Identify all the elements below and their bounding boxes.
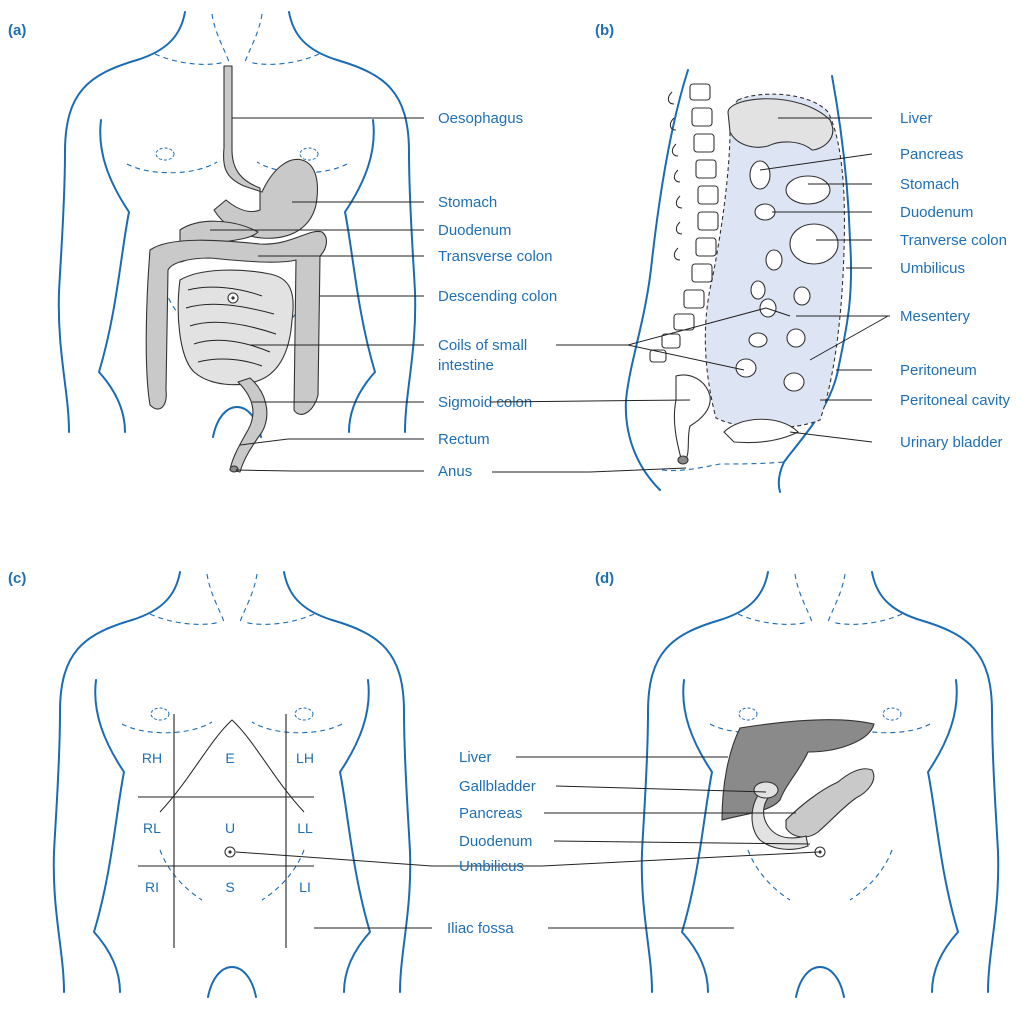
region-s: S	[225, 879, 234, 895]
region-e: E	[225, 750, 234, 766]
label-coils-small-1: Coils of small	[438, 337, 527, 354]
region-rl: RL	[143, 820, 161, 836]
label-coils-small-2: intestine	[438, 357, 494, 374]
label-liver-d: Liver	[459, 749, 492, 766]
pancreas-d	[786, 769, 874, 837]
label-mesentery: Mesentery	[900, 308, 971, 325]
stomach-b	[786, 176, 830, 204]
panel-a: (a) Oesophagus Stomach Duodenum Transver…	[8, 12, 557, 480]
region-ri: RI	[145, 879, 159, 895]
label-liver-b: Liver	[900, 110, 933, 127]
gallbladder-d	[754, 782, 778, 798]
label-peritoneum: Peritoneum	[900, 362, 977, 379]
label-transverse-colon: Transverse colon	[438, 248, 553, 265]
label-gallbladder: Gallbladder	[459, 778, 536, 795]
region-u: U	[225, 820, 235, 836]
label-anus: Anus	[438, 463, 472, 480]
label-umbilicus-c: Umbilicus	[459, 858, 524, 875]
region-lh: LH	[296, 750, 314, 766]
transverse-colon-b	[790, 224, 838, 264]
label-stomach-a: Stomach	[438, 194, 497, 211]
panel-d: (d) Liver Gallbladder Pancreas Duodenum …	[236, 570, 998, 997]
pancreas-b	[750, 161, 770, 189]
panel-b-tag: (b)	[595, 22, 614, 39]
label-oesophagus: Oesophagus	[438, 110, 523, 127]
torso-outline-c	[54, 572, 410, 997]
label-iliac-fossa: Iliac fossa	[447, 920, 514, 937]
panel-b: (b)	[490, 22, 1011, 492]
label-rectum: Rectum	[438, 431, 490, 448]
label-duodenum-a: Duodenum	[438, 222, 511, 239]
label-tranverse-colon: Tranverse colon	[900, 232, 1007, 249]
panel-a-tag: (a)	[8, 22, 26, 39]
region-li: LI	[299, 879, 311, 895]
panel-c: (c) RH E LH RL U LL RI S LI	[8, 570, 410, 997]
liver-d	[722, 720, 874, 820]
torso-outline-d	[642, 572, 998, 997]
label-pancreas-d: Pancreas	[459, 805, 522, 822]
label-urinary-bladder: Urinary bladder	[900, 434, 1003, 451]
label-sigmoid-colon: Sigmoid colon	[438, 394, 532, 411]
label-descending-colon: Descending colon	[438, 288, 557, 305]
label-pancreas-b: Pancreas	[900, 146, 963, 163]
region-ll: LL	[297, 820, 313, 836]
label-peritoneal-cavity: Peritoneal cavity	[900, 392, 1011, 409]
panel-d-tag: (d)	[595, 570, 614, 587]
label-duodenum-d: Duodenum	[459, 833, 532, 850]
digestive-tract	[146, 66, 326, 472]
region-rh: RH	[142, 750, 162, 766]
label-umbilicus-b: Umbilicus	[900, 260, 965, 277]
label-stomach-b: Stomach	[900, 176, 959, 193]
panel-c-tag: (c)	[8, 570, 26, 587]
label-duodenum-b: Duodenum	[900, 204, 973, 221]
